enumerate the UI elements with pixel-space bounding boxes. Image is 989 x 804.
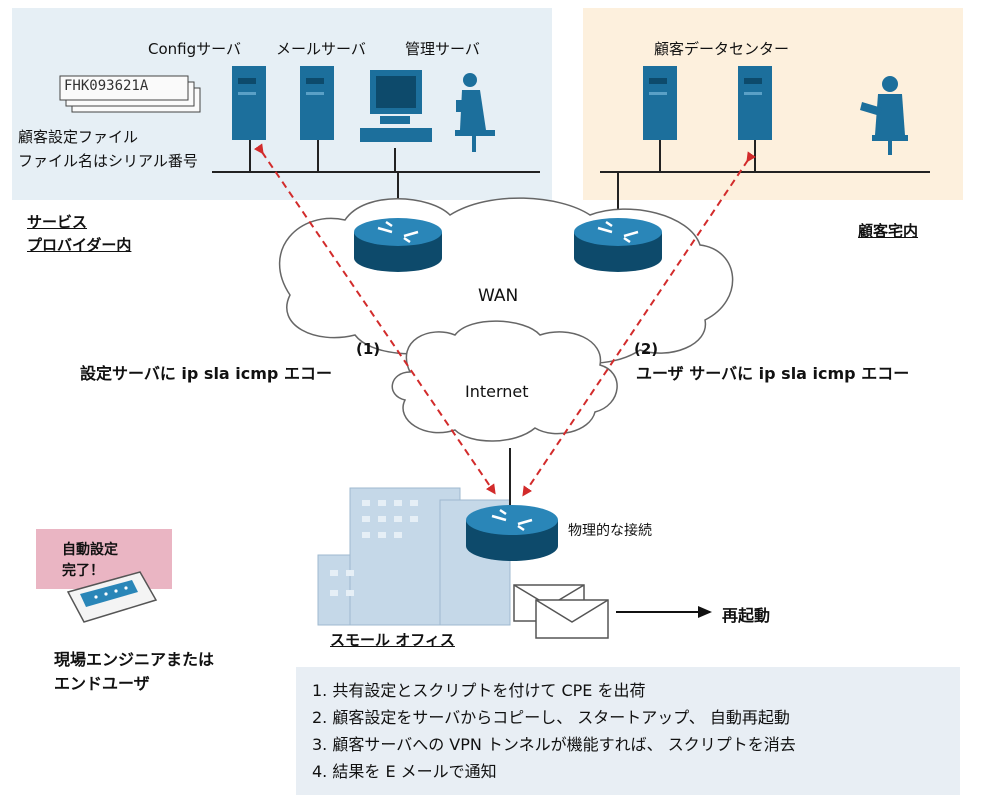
wan-label: WAN [478, 286, 519, 306]
operator-icon [455, 73, 495, 152]
office-router-icon [466, 505, 558, 561]
config-server-label: Configサーバ [148, 40, 241, 58]
reboot-label: 再起動 [722, 606, 771, 625]
path-1-label: 設定サーバに ip sla icmp エコー [80, 364, 332, 383]
step-item: 3. 顧客サーバへの VPN トンネルが機能すれば、 スクリプトを消去 [312, 735, 796, 754]
auto-config-status-line: 自動設定 [62, 542, 118, 558]
office-windows [330, 500, 418, 596]
mail-server-icon [300, 66, 334, 140]
step-item: 1. 共有設定とスクリプトを付けて CPE を出荷 [312, 681, 646, 700]
customer-file-label: 顧客設定ファイル [18, 128, 139, 146]
customer-config-files-icon [59, 75, 201, 113]
handheld-device-icon [66, 571, 158, 623]
file-serial-tag: FHK093621A [64, 78, 149, 94]
customer-datacenter-label: 顧客データセンター [654, 40, 790, 58]
steps-list: 1. 共有設定とスクリプトを付けて CPE を出荷 2. 顧客設定をサーバからコ… [296, 667, 960, 785]
physical-connection-label: 物理的な接続 [568, 523, 652, 539]
email-envelopes-icon [513, 584, 609, 639]
step-item: 2. 顧客設定をサーバからコピーし、 スタートアップ、 自動再起動 [312, 708, 790, 727]
path-2-marker: (2) [634, 340, 659, 358]
path-1-marker: (1) [356, 340, 381, 358]
customer-premises-label: 顧客宅内 [858, 222, 919, 240]
config-server-icon [232, 66, 266, 140]
customer-lan [600, 140, 930, 218]
management-server-icon [360, 70, 432, 142]
field-engineer-label: 現場エンジニアまたは [54, 650, 215, 669]
path-1-arrow [253, 143, 496, 495]
step-item: 4. 結果を E メールで通知 [312, 762, 497, 781]
customer-server-2-icon [738, 66, 772, 140]
customer-user-icon [860, 76, 908, 155]
small-office-label: スモール オフィス [330, 631, 455, 649]
management-server-label: 管理サーバ [405, 40, 480, 58]
customer-server-1-icon [643, 66, 677, 140]
service-provider-zone-label: サービス [27, 213, 88, 231]
internet-label: Internet [465, 382, 529, 401]
provider-edge-router-icon [354, 218, 442, 272]
field-engineer-label: エンドユーザ [54, 674, 150, 693]
customer-file-name-note: ファイル名はシリアル番号 [18, 152, 198, 170]
auto-config-status-note [36, 529, 172, 589]
mail-server-label: メールサーバ [276, 40, 366, 58]
path-2-label: ユーザ サーバに ip sla icmp エコー [636, 364, 910, 383]
customer-edge-router-icon [574, 218, 662, 272]
steps-box: 1. 共有設定とスクリプトを付けて CPE を出荷 2. 顧客設定をサーバからコ… [296, 667, 960, 795]
auto-config-status-line: 完了！ [62, 563, 104, 579]
service-provider-zone-label: プロバイダー内 [27, 236, 132, 254]
